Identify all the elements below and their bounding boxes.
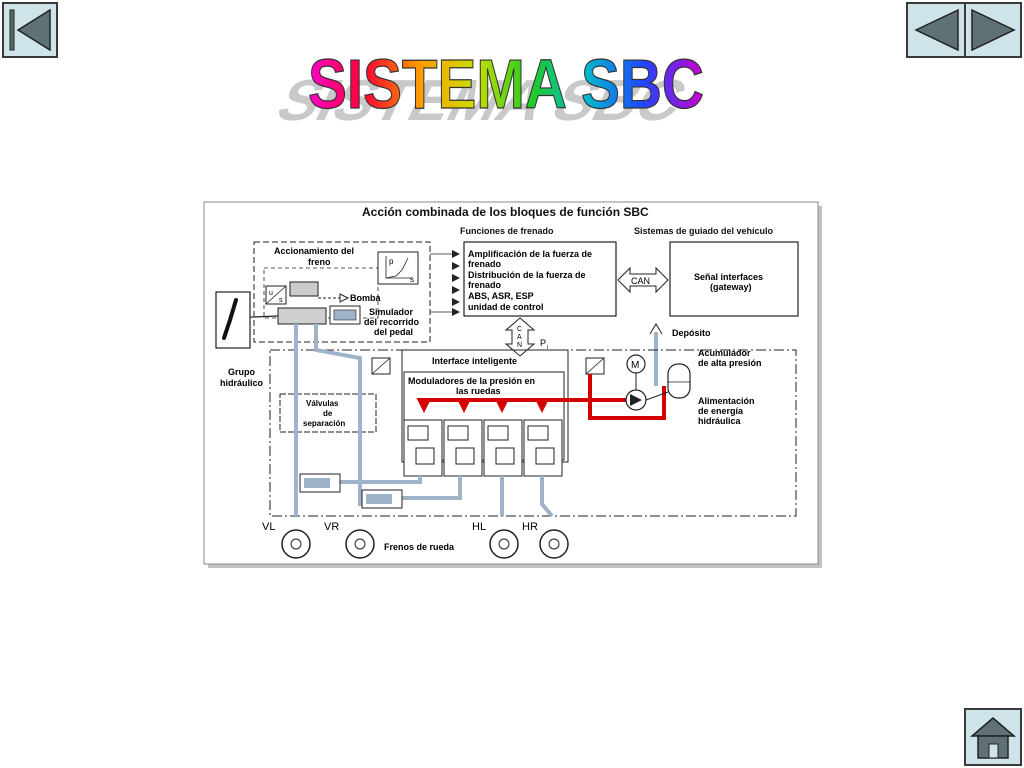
accumulator <box>667 363 691 399</box>
functions-box <box>463 241 617 317</box>
moduladores-label-1: Moduladores de la presión en <box>408 376 535 386</box>
sistemas-header: Sistemas de guiado del vehículo <box>634 226 774 236</box>
can-v-a: A <box>517 334 522 341</box>
previous-page-icon <box>914 8 959 52</box>
pedal-graph-box <box>377 251 419 285</box>
graph-s-label: s <box>410 275 414 284</box>
gateway-box <box>669 241 799 317</box>
interface-label: Interface inteligente <box>432 356 517 366</box>
sensor-s: s <box>279 297 283 304</box>
alimentacion-label-3: hidráulica <box>698 416 742 426</box>
wheel-vl <box>281 529 311 559</box>
simulador-label-2: del recorrido <box>364 317 420 327</box>
function-5: ABS, ASR, ESP <box>468 291 534 301</box>
deposito-label: Depósito <box>672 328 711 338</box>
valvulas-label-1: Válvulas <box>306 399 339 408</box>
wheel-label-hr: HR <box>522 521 538 533</box>
home-button[interactable] <box>964 708 1022 766</box>
wheel-label-vr: VR <box>324 521 339 533</box>
next-page-button[interactable] <box>964 2 1022 58</box>
valvulas-label-2: de <box>323 409 333 418</box>
simulador-label-1: Simulador <box>369 307 414 317</box>
accionamiento-label-2: freno <box>308 257 331 267</box>
valvulas-label-3: separación <box>303 419 345 428</box>
acumulador-label-1: Acumulador <box>698 348 751 358</box>
motor-label: M <box>631 360 639 371</box>
home-icon <box>969 717 1017 759</box>
wheel-hl <box>489 529 519 559</box>
sbc-diagram: Acción combinada de los bloques de funci… <box>190 186 836 580</box>
brake-pedal <box>215 291 251 349</box>
bomba-label: Bomba <box>350 293 381 303</box>
wheel-label-hl: HL <box>472 521 486 533</box>
function-2: frenado <box>468 259 502 269</box>
function-6: unidad de control <box>468 302 544 312</box>
pi-label: P <box>540 338 546 348</box>
function-4: frenado <box>468 280 502 290</box>
funciones-header: Funciones de frenado <box>460 226 554 236</box>
acumulador-label-2: de alta presión <box>698 358 762 368</box>
can-v-c: C <box>517 326 522 333</box>
alimentacion-label-2: de energía <box>698 406 744 416</box>
first-page-button[interactable] <box>2 2 58 58</box>
title-shadow: SISTEMA SBC <box>268 68 697 133</box>
next-page-icon <box>971 8 1016 52</box>
accionamiento-label-1: Accionamiento del <box>274 246 354 256</box>
can-v-n: N <box>517 342 522 349</box>
graph-p-label: p <box>389 257 394 266</box>
moduladores-label-2: las ruedas <box>456 386 501 396</box>
previous-page-button[interactable] <box>906 2 966 58</box>
frenos-label: Frenos de rueda <box>384 542 455 552</box>
gateway-label-2: (gateway) <box>710 282 752 292</box>
function-1: Amplificación de la fuerza de <box>468 249 592 259</box>
simulador-label-3: del pedal <box>374 327 413 337</box>
sensor-u: u <box>269 290 273 297</box>
pi-sub: i <box>547 345 548 351</box>
alimentacion-label-1: Alimentación <box>698 396 755 406</box>
wheel-label-vl: VL <box>262 521 275 533</box>
wheel-vr <box>345 529 375 559</box>
can-label: CAN <box>631 276 650 286</box>
gateway-label-1: Señal interfaces <box>694 272 763 282</box>
grupo-label-1: Grupo <box>228 367 255 377</box>
first-page-icon <box>9 8 51 52</box>
page-title: SISTEMA SBC SISTEMA SBC <box>267 36 718 136</box>
grupo-label-2: hidráulico <box>220 378 264 388</box>
function-3: Distribución de la fuerza de <box>468 270 586 280</box>
title-text: SISTEMA SBC <box>308 45 704 123</box>
wheel-hr <box>539 529 569 559</box>
diagram-heading: Acción combinada de los bloques de funci… <box>362 205 649 219</box>
